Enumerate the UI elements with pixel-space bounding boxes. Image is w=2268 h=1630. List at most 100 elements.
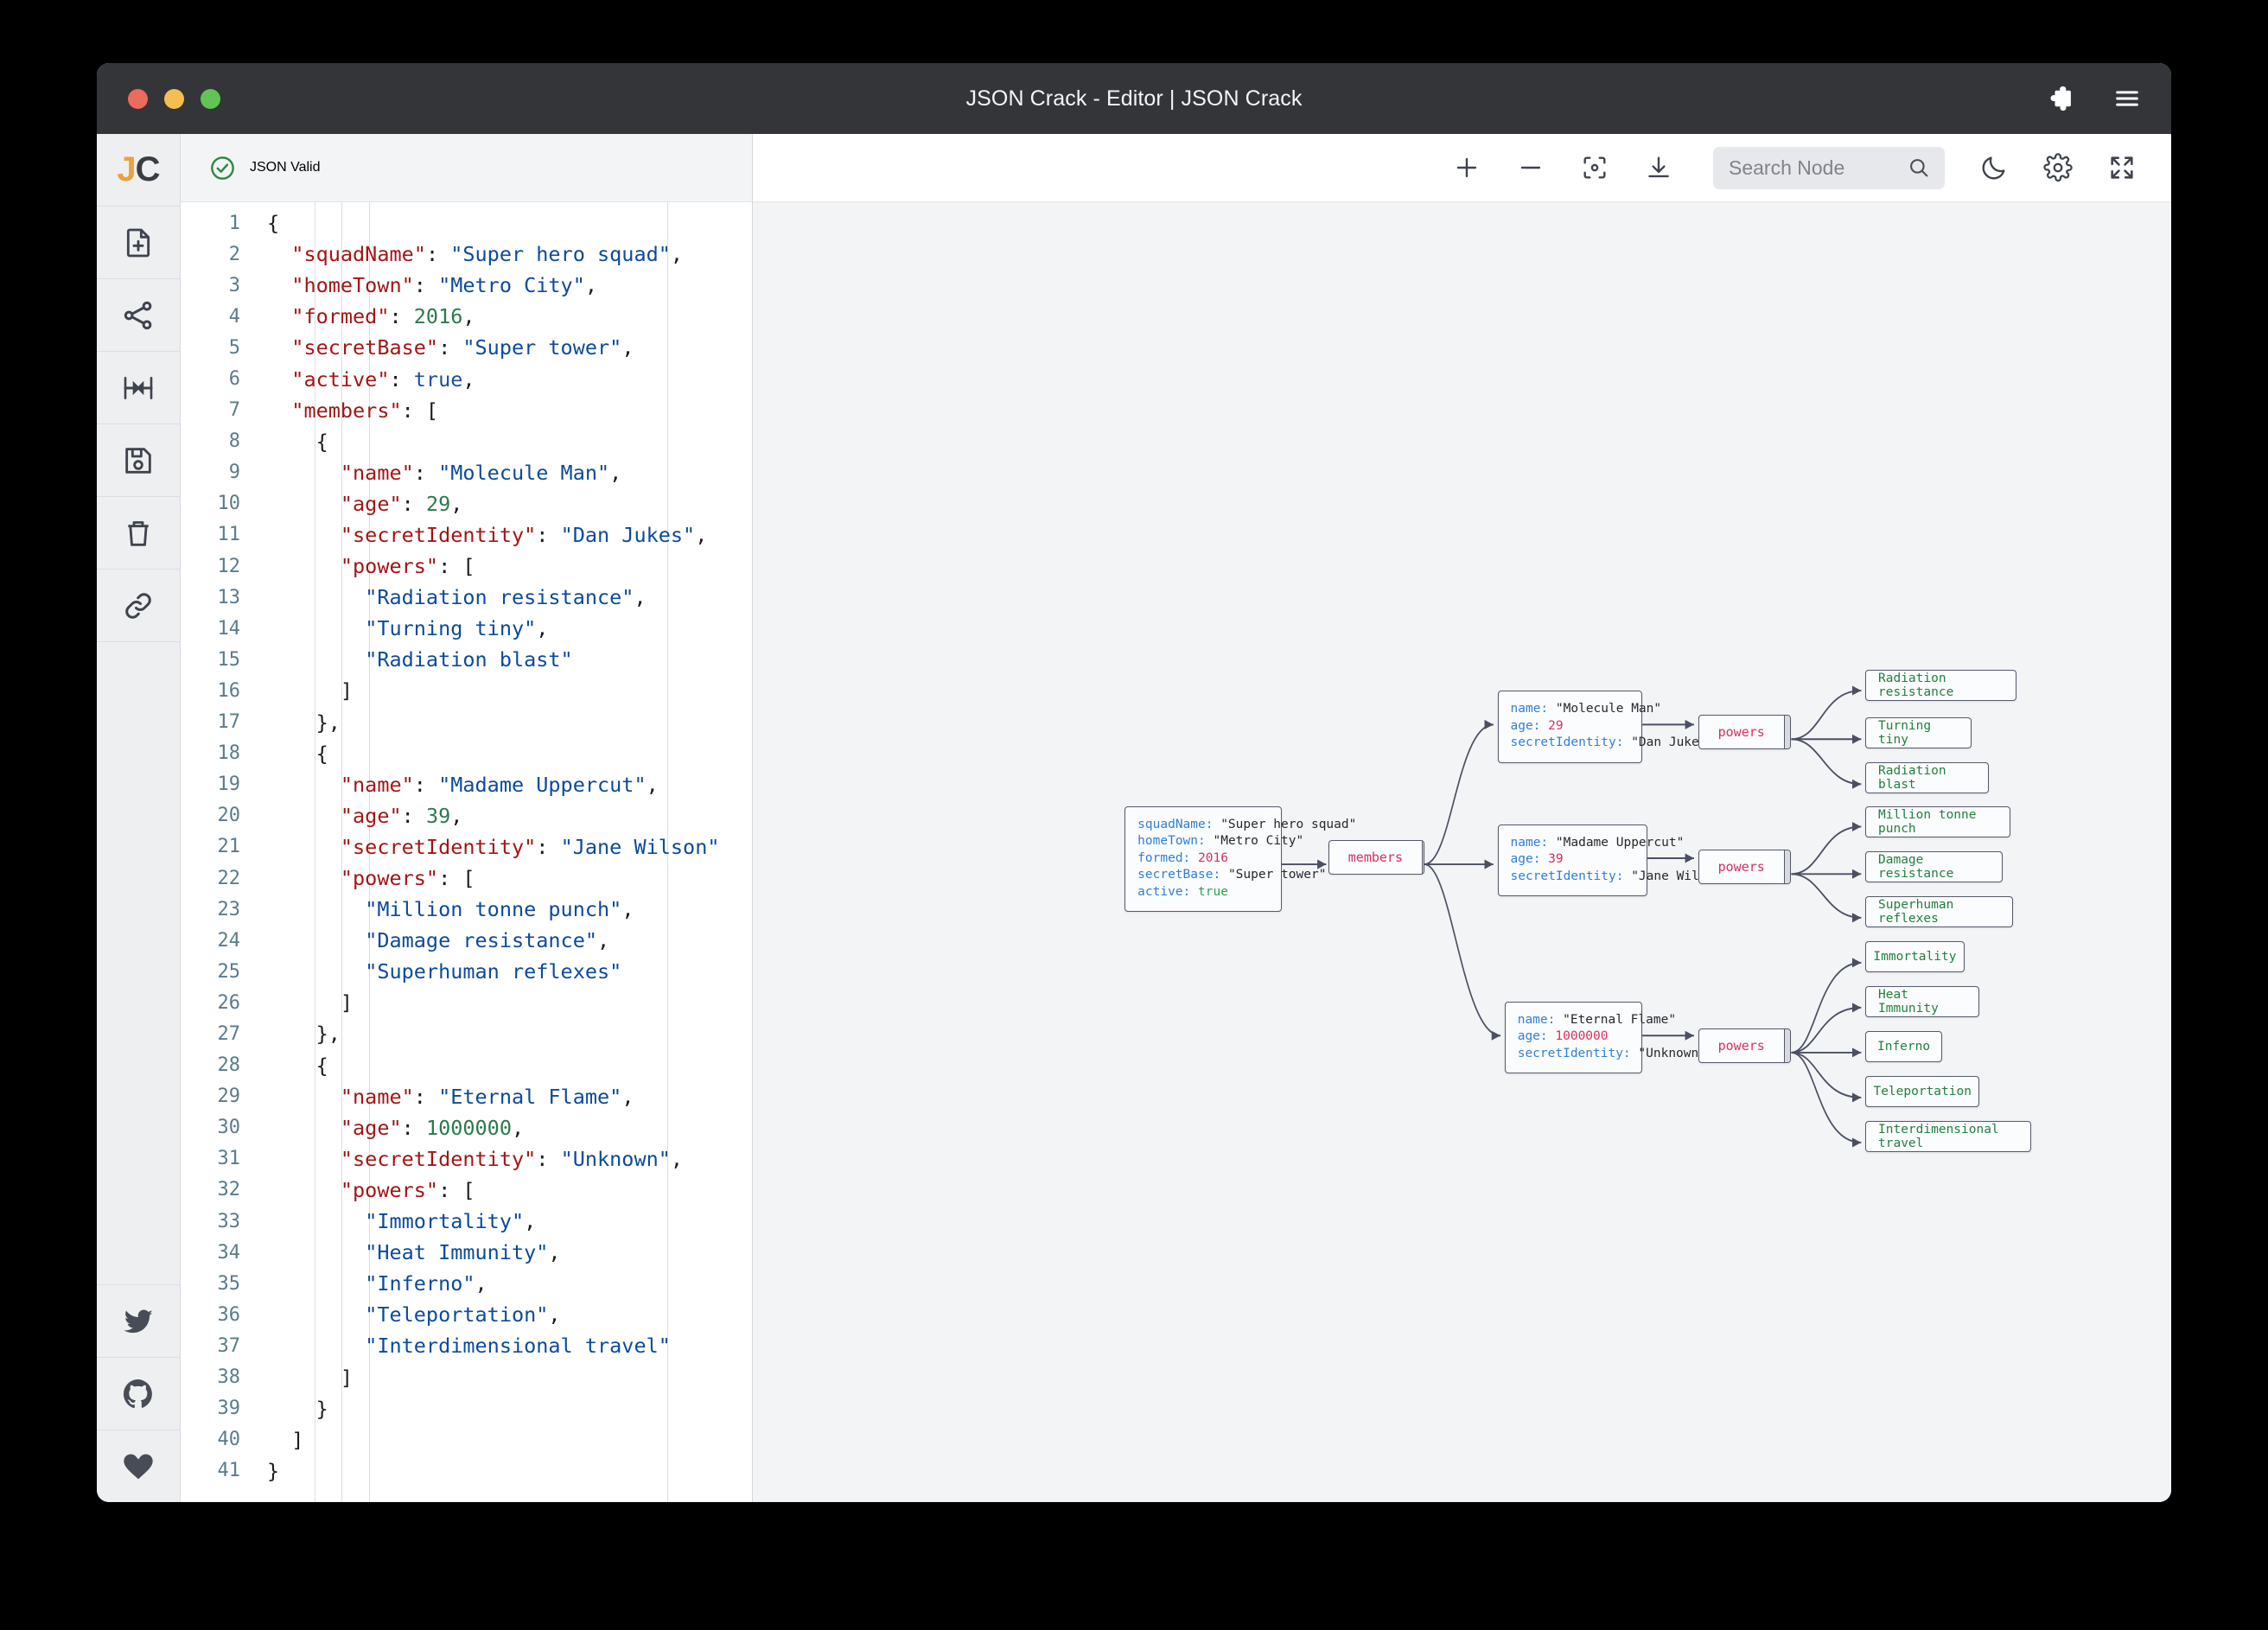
- heart-icon[interactable]: [97, 1429, 180, 1502]
- graph-node-leaf[interactable]: Superhuman reflexes: [1865, 895, 2014, 927]
- close-window-button[interactable]: [128, 88, 148, 109]
- graph-node-leaf[interactable]: Immortality: [1865, 940, 1965, 972]
- code-line[interactable]: 1{: [181, 207, 752, 239]
- graph-node-leaf[interactable]: Teleportation: [1865, 1075, 1980, 1107]
- code-line[interactable]: 9 "name": "Molecule Man",: [181, 457, 752, 488]
- graph-node-leaf[interactable]: Turning tiny: [1865, 716, 1972, 748]
- code-line[interactable]: 21 "secretIdentity": "Jane Wilson": [181, 831, 752, 863]
- code-line[interactable]: 8 {: [181, 426, 752, 457]
- search-icon[interactable]: [1907, 156, 1931, 180]
- graph-node-array[interactable]: powers: [1698, 850, 1792, 885]
- center-view-icon[interactable]: [1580, 153, 1609, 182]
- node-property-key: formed:: [1137, 850, 1199, 865]
- code-line[interactable]: 29 "name": "Eternal Flame",: [181, 1081, 752, 1112]
- graph-node-array[interactable]: members: [1328, 839, 1425, 875]
- search-node-box[interactable]: [1713, 146, 1945, 189]
- code-line[interactable]: 26 ]: [181, 987, 752, 1018]
- code-line[interactable]: 34 "Heat Immunity",: [181, 1237, 752, 1268]
- code-line[interactable]: 2 "squadName": "Super hero squad",: [181, 239, 752, 270]
- graph-node-leaf[interactable]: Radiation blast: [1865, 761, 1989, 793]
- collapse-node-icon[interactable]: [1783, 850, 1791, 884]
- minimize-window-button[interactable]: [164, 88, 184, 109]
- code-line-text: ]: [267, 678, 354, 704]
- node-property-key: active:: [1137, 884, 1199, 899]
- puzzle-icon[interactable]: [2045, 84, 2074, 113]
- fullscreen-icon[interactable]: [2107, 153, 2137, 182]
- code-line[interactable]: 3 "homeTown": "Metro City",: [181, 270, 752, 301]
- download-icon[interactable]: [1644, 153, 1673, 182]
- line-number: 3: [228, 274, 240, 296]
- code-line[interactable]: 35 "Inferno",: [181, 1268, 752, 1299]
- code-line[interactable]: 13 "Radiation resistance",: [181, 582, 752, 613]
- code-line[interactable]: 27 },: [181, 1018, 752, 1049]
- code-line[interactable]: 36 "Teleportation",: [181, 1299, 752, 1330]
- share-graph-icon[interactable]: [97, 279, 180, 352]
- code-line[interactable]: 12 "powers": [: [181, 551, 752, 582]
- zoom-out-icon[interactable]: [1516, 153, 1545, 182]
- graph-node-array[interactable]: powers: [1698, 715, 1792, 750]
- new-file-icon[interactable]: [97, 207, 180, 279]
- collapse-node-icon[interactable]: [1783, 1028, 1791, 1062]
- code-line[interactable]: 5 "secretBase": "Super tower",: [181, 332, 752, 363]
- code-line[interactable]: 39 }: [181, 1393, 752, 1424]
- code-line[interactable]: 23 "Million tonne punch",: [181, 894, 752, 925]
- line-number: 7: [228, 399, 240, 422]
- code-line-text: "Heat Immunity",: [365, 1240, 561, 1265]
- moon-icon[interactable]: [1979, 153, 2009, 182]
- graph-node-leaf[interactable]: Inferno: [1865, 1030, 1943, 1062]
- hamburger-menu-icon[interactable]: [2112, 84, 2142, 113]
- collapse-node-icon[interactable]: [1421, 840, 1424, 874]
- gear-icon[interactable]: [2043, 153, 2073, 182]
- code-line[interactable]: 16 ]: [181, 675, 752, 706]
- graph-node-leaf[interactable]: Heat Immunity: [1865, 985, 1980, 1017]
- code-line[interactable]: 20 "age": 39,: [181, 800, 752, 831]
- code-line[interactable]: 4 "formed": 2016,: [181, 301, 752, 332]
- code-line[interactable]: 41}: [181, 1455, 752, 1487]
- code-editor[interactable]: 1{2 "squadName": "Super hero squad",3 "h…: [181, 202, 752, 1502]
- code-line[interactable]: 19 "name": "Madame Uppercut",: [181, 769, 752, 800]
- code-line[interactable]: 28 {: [181, 1050, 752, 1081]
- code-line[interactable]: 24 "Damage resistance",: [181, 925, 752, 956]
- code-line[interactable]: 38 ]: [181, 1361, 752, 1392]
- code-line[interactable]: 30 "age": 1000000,: [181, 1112, 752, 1143]
- code-line[interactable]: 10 "age": 29,: [181, 488, 752, 519]
- graph-node-array[interactable]: powers: [1698, 1028, 1792, 1063]
- code-line[interactable]: 25 "Superhuman reflexes": [181, 956, 752, 987]
- code-line[interactable]: 14 "Turning tiny",: [181, 613, 752, 644]
- jsoncrack-logo[interactable]: JC: [97, 134, 180, 207]
- code-line[interactable]: 32 "powers": [: [181, 1175, 752, 1206]
- code-line-text: "Teleportation",: [365, 1302, 561, 1328]
- maximize-window-button[interactable]: [201, 88, 220, 109]
- save-icon[interactable]: [97, 424, 180, 497]
- link-icon[interactable]: [97, 570, 180, 642]
- graph-node-leaf[interactable]: Radiation resistance: [1865, 670, 2016, 702]
- graph-canvas[interactable]: squadName: "Super hero squad"homeTown: "…: [753, 202, 2171, 1502]
- code-line[interactable]: 37 "Interdimensional travel": [181, 1330, 752, 1361]
- node-property-key: age:: [1510, 852, 1549, 867]
- collapse-node-icon[interactable]: [1783, 716, 1791, 749]
- twitter-icon[interactable]: [97, 1284, 180, 1357]
- delete-icon[interactable]: [97, 497, 180, 570]
- github-icon[interactable]: [97, 1357, 180, 1429]
- code-line[interactable]: 11 "secretIdentity": "Dan Jukes",: [181, 519, 752, 551]
- graph-node-leaf[interactable]: Million tonne punch: [1865, 805, 2010, 837]
- code-line[interactable]: 40 ]: [181, 1424, 752, 1455]
- graph-node-leaf[interactable]: Interdimensional travel: [1865, 1120, 2032, 1152]
- code-line[interactable]: 6 "active": true,: [181, 363, 752, 394]
- code-line[interactable]: 17 },: [181, 707, 752, 738]
- code-line[interactable]: 15 "Radiation blast": [181, 644, 752, 675]
- code-line[interactable]: 7 "members": [: [181, 395, 752, 426]
- search-input[interactable]: [1729, 156, 1900, 180]
- code-line[interactable]: 18 {: [181, 738, 752, 769]
- zoom-in-icon[interactable]: [1452, 153, 1481, 182]
- collapse-horizontal-icon[interactable]: [97, 352, 180, 424]
- code-line[interactable]: 33 "Immortality",: [181, 1206, 752, 1237]
- code-line[interactable]: 31 "secretIdentity": "Unknown",: [181, 1143, 752, 1175]
- line-number: 5: [228, 336, 240, 359]
- graph-node-leaf[interactable]: Damage resistance: [1865, 850, 2004, 882]
- graph-node-object[interactable]: squadName: "Super hero squad"homeTown: "…: [1124, 805, 1356, 913]
- code-line[interactable]: 22 "powers": [: [181, 863, 752, 894]
